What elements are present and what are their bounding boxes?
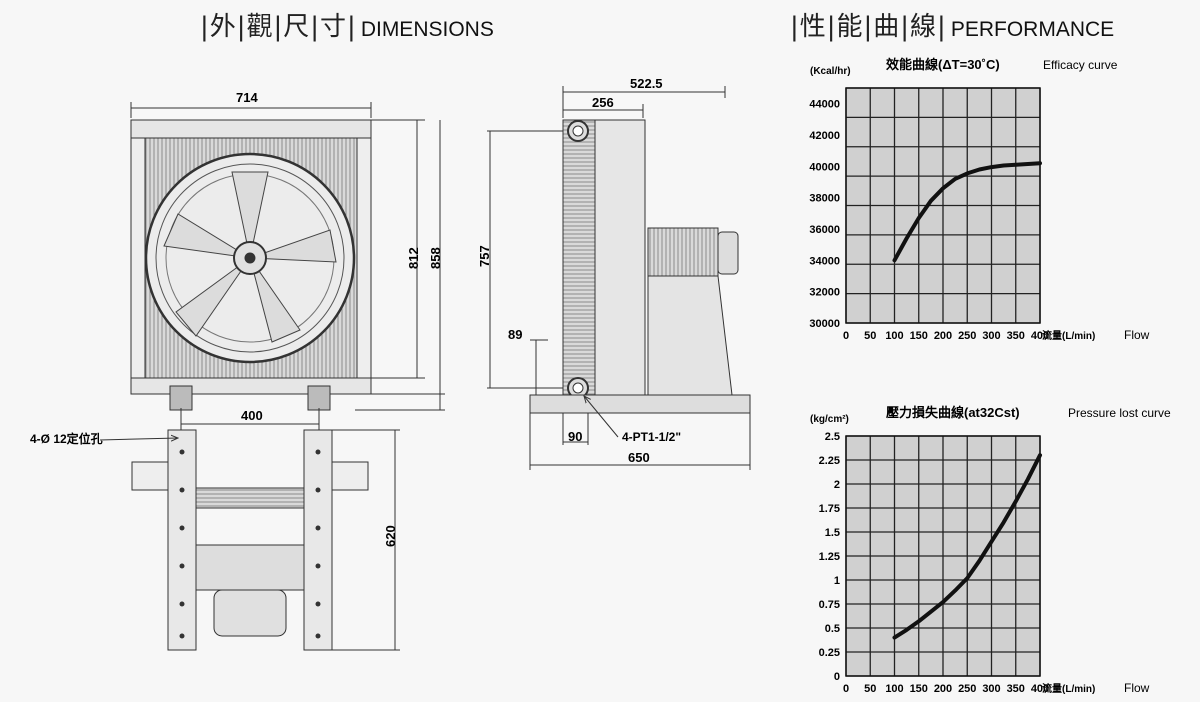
efficacy-x-tick-label: 250 <box>958 330 976 342</box>
front-view <box>130 102 445 411</box>
pressure-x-tick-label: 350 <box>1007 683 1025 695</box>
efficacy-series-line <box>892 161 1042 263</box>
pressure-y-tick-label: 1.25 <box>819 551 840 563</box>
side-height-label: 757 <box>477 245 492 267</box>
pressure-x-tick-label: 50 <box>864 683 876 695</box>
efficacy-x-tick-label: 200 <box>934 330 952 342</box>
pressure-y-tick-label: 2 <box>834 479 840 491</box>
efficacy-title-en: Efficacy curve <box>1043 58 1118 72</box>
base-depth-label: 620 <box>383 525 398 547</box>
pressure-y-tick-label: 0.5 <box>825 623 840 635</box>
side-total-depth-label: 522.5 <box>630 76 663 91</box>
height-812-label: 812 <box>406 247 421 269</box>
pressure-x-tick-label: 100 <box>885 683 903 695</box>
efficacy-plot-border <box>845 87 1041 324</box>
pressure-plot-border <box>845 435 1041 677</box>
front-width-label: 714 <box>236 90 258 105</box>
pressure-title-cn: 壓力損失曲線(at32Cst) <box>886 405 1020 420</box>
pressure-x-tick-label: 300 <box>982 683 1000 695</box>
efficacy-y-tick-label: 36000 <box>809 224 840 236</box>
efficacy-title-cn: 效能曲線(ΔT=30˚C) <box>886 57 1000 72</box>
port-size-label: 4-PT1-1/2" <box>622 430 681 444</box>
port-spacing-label: 90 <box>568 429 582 444</box>
pressure-y-tick-label: 0.75 <box>819 599 840 611</box>
pressure-title-en: Pressure lost curve <box>1068 406 1171 420</box>
pressure-x-axis-label-cn: 流量(L/min) <box>1042 682 1095 695</box>
base-view <box>131 408 400 651</box>
side-view <box>487 86 751 470</box>
efficacy-y-tick-label: 32000 <box>809 287 840 299</box>
efficacy-x-tick-label: 400 <box>1031 330 1049 342</box>
efficacy-y-tick-label: 44000 <box>809 99 840 111</box>
pressure-y-tick-label: 2.25 <box>819 455 840 467</box>
base-length-label: 650 <box>628 450 650 465</box>
dimension-drawing: 714 812 858 400 4-Ø 12定位孔 620 <box>30 76 751 651</box>
efficacy-x-tick-label: 300 <box>982 330 1000 342</box>
efficacy-y-tick-label: 40000 <box>809 161 840 173</box>
pressure-series-line <box>892 453 1042 640</box>
port-offset-label: 89 <box>508 327 522 342</box>
pressure-y-tick-label: 1.75 <box>819 503 840 515</box>
efficacy-x-tick-label: 50 <box>864 330 876 342</box>
efficacy-y-tick-label: 34000 <box>809 255 840 267</box>
efficacy-y-axis-label: (Kcal/hr) <box>810 66 851 77</box>
pressure-y-tick-label: 1.5 <box>825 527 840 539</box>
dimensions-title: |外|觀|尺|寸| DIMENSIONS <box>200 6 494 43</box>
performance-title-en: PERFORMANCE <box>950 18 1115 41</box>
efficacy-y-tick-label: 30000 <box>809 318 840 330</box>
pressure-x-tick-label: 150 <box>910 683 928 695</box>
pressure-x-axis-label-en: Flow <box>1124 681 1150 695</box>
base-width-label: 400 <box>241 408 263 423</box>
pressure-lost-chart: 0 0.25 0.5 0.75 1 1.25 1.5 1.75 2 2.25 2.5 0 50 100 15… <box>810 405 1171 695</box>
efficacy-x-tick-label: 100 <box>885 330 903 342</box>
pressure-x-tick-label: 200 <box>934 683 952 695</box>
efficacy-x-axis-label-en: Flow <box>1124 328 1150 342</box>
performance-title: |性|能|曲|線| PERFORMANCE <box>790 6 1114 43</box>
efficacy-x-tick-label: 350 <box>1007 330 1025 342</box>
dimensions-title-cn: |外|觀|尺|寸| <box>200 12 357 42</box>
performance-title-cn: |性|能|曲|線| <box>790 12 947 42</box>
height-858-label: 858 <box>428 247 443 269</box>
efficacy-x-tick-label: 0 <box>843 330 849 342</box>
dimensions-title-en: DIMENSIONS <box>360 18 494 41</box>
pressure-y-tick-label: 1 <box>834 575 840 587</box>
pressure-y-axis-label: (kg/cm²) <box>810 414 849 425</box>
efficacy-x-axis-label-cn: 流量(L/min) <box>1042 329 1095 342</box>
pressure-y-tick-label: 0.25 <box>819 647 840 659</box>
pressure-x-tick-label: 400 <box>1031 683 1049 695</box>
efficacy-x-tick-label: 150 <box>910 330 928 342</box>
efficacy-y-tick-label: 38000 <box>809 193 840 205</box>
pressure-y-tick-label: 0 <box>834 671 840 683</box>
mount-holes-label: 4-Ø 12定位孔 <box>30 431 103 446</box>
efficacy-chart: 30000 32000 34000 36000 38000 40000 42000 44000… <box>809 57 1150 342</box>
base-holes <box>179 449 321 639</box>
side-depth-256-label: 256 <box>592 95 614 110</box>
pressure-x-tick-label: 0 <box>843 683 849 695</box>
pressure-y-tick-label: 2.5 <box>825 431 840 443</box>
pressure-x-tick-label: 250 <box>958 683 976 695</box>
efficacy-y-tick-label: 42000 <box>809 130 840 142</box>
